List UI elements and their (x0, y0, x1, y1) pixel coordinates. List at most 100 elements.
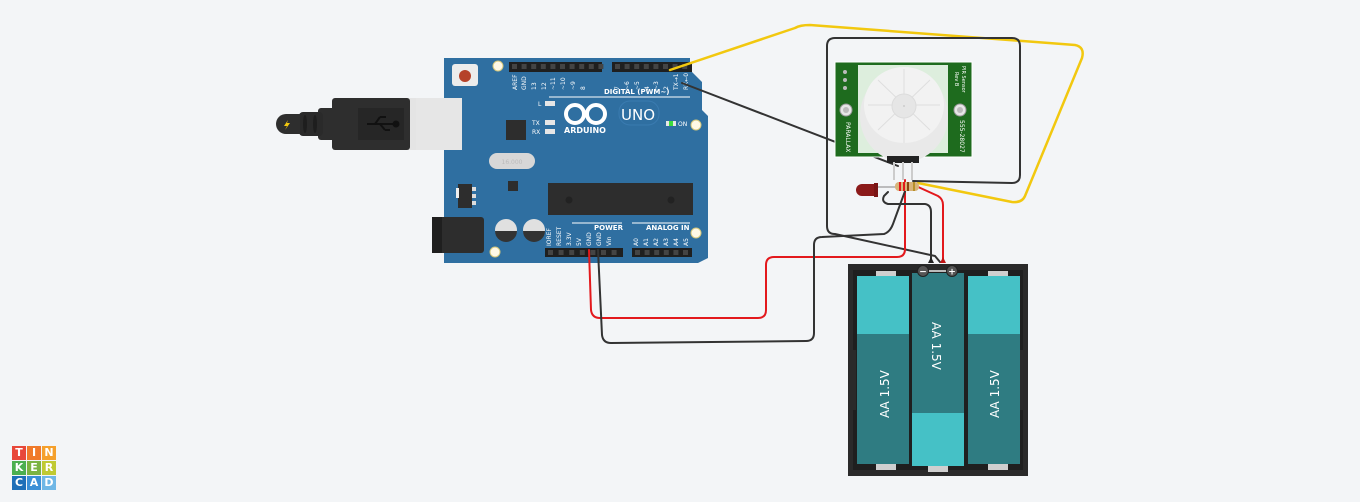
header-socket[interactable] (558, 250, 564, 255)
svg-text:+: + (948, 268, 956, 278)
wire-black-loop[interactable] (826, 37, 1021, 263)
header-socket[interactable] (635, 250, 640, 255)
wire-red-5v[interactable] (588, 179, 906, 319)
header-socket[interactable] (624, 64, 630, 69)
digital-pin-label: ~10 (560, 77, 567, 90)
header-socket[interactable] (634, 64, 640, 69)
logo-letter: I (27, 446, 41, 460)
header-socket[interactable] (579, 64, 585, 69)
led-label-rx: RX (532, 129, 540, 136)
logo-letter: R (42, 461, 56, 475)
header-socket[interactable] (653, 64, 659, 69)
digital-pin-label: ~6 (624, 81, 631, 90)
usb-jack (416, 98, 462, 150)
mount-hole (489, 246, 501, 258)
wire-black-gnd[interactable] (597, 182, 909, 344)
analog-header (632, 248, 692, 257)
header-socket[interactable] (512, 64, 517, 69)
header-socket[interactable] (672, 64, 678, 69)
reset-button-cap[interactable] (459, 70, 471, 82)
analog-pin-label: A1 (643, 238, 650, 246)
header-socket[interactable] (579, 250, 585, 255)
digital-header-label: DIGITAL (PWM~) (604, 88, 669, 96)
pir-motion-sensor[interactable]: PIR Sensor Rev B 555-28027 PARALLAX (834, 61, 973, 180)
header-socket[interactable] (611, 250, 617, 255)
header-socket[interactable] (683, 250, 688, 255)
analog-pin-label: A0 (633, 238, 640, 246)
power-header-label: POWER (594, 224, 624, 232)
digital-pin-label: 2 (663, 86, 670, 90)
red-led[interactable] (856, 183, 896, 197)
wire-red-battery-positive[interactable] (915, 185, 944, 263)
header-socket[interactable] (654, 250, 660, 255)
wire-tip-black (928, 257, 934, 263)
led-l (545, 101, 555, 106)
pir-manufacturer: PARALLAX (844, 122, 851, 152)
battery-terminal-negative[interactable]: − (917, 265, 929, 278)
header-socket[interactable] (644, 250, 650, 255)
usb-controller-chip (506, 120, 526, 140)
battery-cell-3: AA 1.5V (968, 271, 1020, 470)
header-socket[interactable] (663, 250, 669, 255)
wire-yellow-signal[interactable] (668, 23, 1084, 204)
small-chip (508, 181, 518, 191)
battery-cell-1-label: AA 1.5V (878, 369, 892, 418)
battery-pack[interactable]: AA 1.5V AA 1.5V AA 1.5V − + (848, 257, 1028, 476)
logo-letter: N (42, 446, 56, 460)
header-socket[interactable] (598, 64, 604, 69)
battery-cell-2-label: AA 1.5V (929, 322, 943, 371)
led-label-tx: TX (531, 120, 540, 127)
header-socket[interactable] (521, 64, 527, 69)
arduino-model: UNO (621, 106, 655, 124)
power-pin-label: RESET (556, 226, 563, 246)
battery-cell-1: AA 1.5V (857, 271, 909, 470)
mount-hole (492, 60, 504, 72)
analog-header-label: ANALOG IN (646, 224, 690, 232)
wire-black-led[interactable] (882, 191, 932, 263)
digital-pin-label: TX→1 (673, 73, 680, 91)
header-socket[interactable] (590, 250, 596, 255)
pir-pin-2[interactable] (902, 162, 904, 180)
header-socket[interactable] (588, 64, 594, 69)
header-socket[interactable] (663, 64, 668, 69)
power-pin-label: Vin (606, 236, 613, 246)
pir-pin-3[interactable] (911, 162, 913, 180)
logo-letter: C (12, 476, 26, 490)
pir-title: PIR Sensor (960, 66, 966, 94)
usb-cable-grip (299, 112, 323, 136)
power-pin-label: 5V (576, 237, 583, 246)
power-pin-label: 3.3V (566, 231, 573, 246)
digital-pin-label: ~3 (653, 81, 660, 90)
capacitor (523, 219, 545, 242)
pir-pin-1[interactable] (893, 162, 895, 180)
digital-pin-label: 4 (644, 86, 651, 90)
logo-letter: A (27, 476, 41, 490)
header-socket[interactable] (550, 64, 556, 69)
mount-hole (690, 119, 702, 131)
header-socket[interactable] (548, 250, 553, 255)
pir-connector (887, 156, 919, 163)
digital-pin-label: AREF (512, 74, 519, 90)
header-socket[interactable] (673, 250, 679, 255)
digital-pin-label: 8 (580, 86, 587, 90)
digital-pin-label: GND (521, 76, 528, 90)
header-socket[interactable] (560, 64, 565, 69)
pir-rev: Rev B (953, 72, 959, 87)
led-label-on: ON (678, 121, 687, 128)
resistor[interactable] (895, 182, 919, 191)
power-pin-label: GND (596, 232, 603, 246)
header-socket[interactable] (682, 64, 688, 69)
header-socket[interactable] (540, 64, 546, 69)
battery-terminal-positive[interactable]: + (946, 265, 958, 278)
header-socket[interactable] (569, 250, 575, 255)
svg-text:−: − (919, 268, 927, 278)
wires[interactable] (588, 23, 1084, 344)
header-socket[interactable] (569, 64, 575, 69)
header-socket[interactable] (601, 250, 606, 255)
header-socket[interactable] (531, 64, 537, 69)
header-socket[interactable] (615, 64, 620, 69)
header-socket[interactable] (643, 64, 649, 69)
